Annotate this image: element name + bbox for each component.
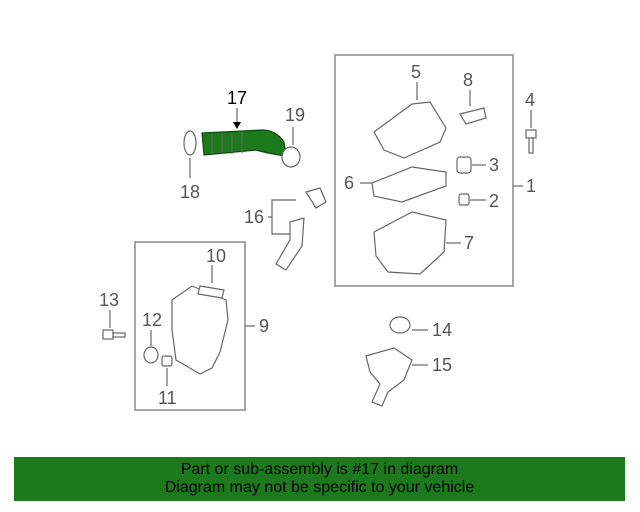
callout-13: 13 <box>99 290 119 310</box>
part-5-cover[interactable] <box>373 101 447 159</box>
part-13-bolt[interactable] <box>102 329 126 340</box>
callout-5: 5 <box>411 62 421 82</box>
part-3[interactable] <box>456 156 472 174</box>
part-19-clamp[interactable] <box>281 146 301 168</box>
part-11[interactable] <box>161 355 173 367</box>
callout-10: 10 <box>206 246 226 266</box>
callout-1: 1 <box>526 176 536 196</box>
part-7-lower-case[interactable] <box>373 211 447 275</box>
callout-16: 16 <box>244 207 264 227</box>
air-cleaner-group-box <box>334 54 514 287</box>
part-16-upper[interactable] <box>305 187 327 209</box>
part-10[interactable] <box>197 285 225 299</box>
arrow-17 <box>233 122 241 129</box>
callout-8: 8 <box>463 70 473 90</box>
part-info-banner: Part or sub-assembly is #17 in diagram D… <box>14 457 625 501</box>
part-2[interactable] <box>458 193 470 206</box>
part-8[interactable] <box>459 107 487 125</box>
part-6-filter-element[interactable] <box>371 166 447 203</box>
callout-18: 18 <box>180 182 200 202</box>
callout-6: 6 <box>344 173 354 193</box>
callout-15: 15 <box>432 355 452 375</box>
callout-3: 3 <box>489 155 499 175</box>
banner-line-1: Part or sub-assembly is #17 in diagram <box>180 461 459 478</box>
part-16-duct[interactable] <box>275 217 305 271</box>
banner-line-2: Diagram may not be specific to your vehi… <box>164 479 475 496</box>
callout-2: 2 <box>489 191 499 211</box>
part-17-intake-hose[interactable] <box>201 129 287 157</box>
part-18-clamp[interactable] <box>183 130 197 156</box>
part-9-resonator[interactable] <box>171 285 229 375</box>
part-4-bolt[interactable] <box>525 129 537 154</box>
callout-4: 4 <box>525 90 535 110</box>
callout-14: 14 <box>432 320 452 340</box>
callout-11: 11 <box>158 388 177 408</box>
callout-19: 19 <box>285 105 305 125</box>
callout-12: 12 <box>142 310 162 330</box>
callout-17: 17 <box>227 88 247 108</box>
callout-9: 9 <box>259 316 269 336</box>
part-15-duct[interactable] <box>365 347 413 407</box>
leader-16 <box>268 199 296 235</box>
callout-7: 7 <box>464 233 474 253</box>
part-14[interactable] <box>389 316 411 334</box>
part-12[interactable] <box>143 346 159 364</box>
